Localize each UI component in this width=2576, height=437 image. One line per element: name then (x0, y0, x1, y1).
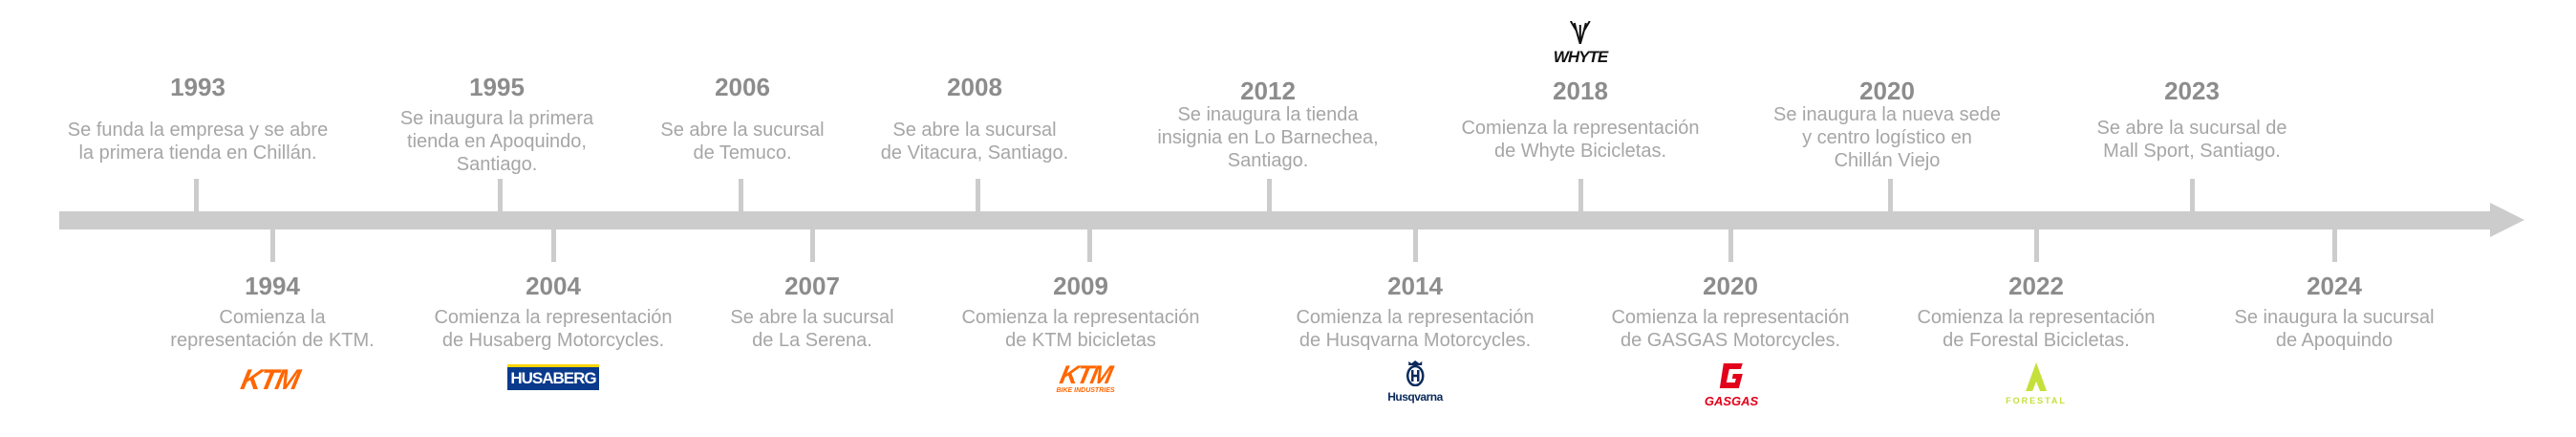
event-2020-sede: 2020 Se inaugura la nueva sede y centro … (1773, 76, 2001, 172)
event-description: Se abre la sucursal de Temuco. (660, 120, 825, 164)
tick-2014 (1413, 229, 1418, 262)
event-year: 2012 (1240, 76, 1296, 105)
tick-1994 (270, 229, 275, 262)
event-2009: 2009 Comienza la representación de KTM b… (961, 272, 1199, 352)
tick-2018 (1578, 179, 1583, 211)
event-2014: 2014 Comienza la representación de Husqv… (1296, 272, 1534, 352)
tick-2012 (1267, 179, 1272, 211)
event-1994: 1994 Comienza la representación de KTM. (170, 272, 374, 352)
event-description: Se inaugura la primera tienda en Apoquin… (399, 108, 594, 175)
tick-2020-top (1888, 179, 1893, 211)
event-2022: 2022 Comienza la representación de Fores… (1917, 272, 2155, 352)
tick-2023 (2190, 179, 2195, 211)
event-description: Comienza la representación de Husqvarna … (1296, 307, 1535, 351)
event-year: 2014 (1387, 272, 1443, 300)
event-year: 2022 (2008, 272, 2064, 300)
event-year: 2018 (1553, 76, 1608, 105)
event-description: Se funda la empresa y se abre la primera… (67, 120, 329, 164)
tick-1993 (194, 179, 199, 211)
event-year: 2006 (715, 73, 770, 101)
event-description: Se inaugura la tienda insignia en Lo Bar… (1157, 104, 1379, 171)
event-2020-gasgas: 2020 Comienza la representación de GASGA… (1611, 272, 1849, 352)
event-year: 2020 (1859, 76, 1915, 105)
event-year: 2008 (947, 73, 1002, 101)
event-description: Comienza la representación de Whyte Bici… (1461, 118, 1700, 162)
tick-2006 (739, 179, 743, 211)
event-description: Comienza la representación de GASGAS Mot… (1611, 307, 1850, 351)
tick-2009 (1087, 229, 1092, 262)
tick-2022 (2034, 229, 2039, 262)
event-description: Se abre la sucursal de La Serena. (730, 307, 894, 351)
whyte-antler-icon (1570, 20, 1591, 45)
event-1995: 1995 Se inaugura la primera tienda en Ap… (400, 73, 593, 176)
event-2004: 2004 Comienza la representación de Husab… (434, 272, 672, 352)
event-description: Se inaugura la nueva sede y centro logís… (1773, 104, 2001, 171)
event-description: Se inaugura la sucursal de Apoquindo (2234, 307, 2435, 351)
tick-2008 (976, 179, 980, 211)
event-year: 2024 (2307, 272, 2362, 300)
event-2007: 2007 Se abre la sucursal de La Serena. (730, 272, 893, 352)
husaberg-logo: HUSABERG (507, 364, 599, 390)
tick-2004 (551, 229, 556, 262)
timeline-arrowhead (2490, 203, 2524, 237)
event-2018: 2018 Comienza la representación de Whyte… (1461, 76, 1699, 163)
tick-2024 (2332, 229, 2337, 262)
event-description: Comienza la representación de KTM. (170, 307, 375, 351)
event-year: 2020 (1703, 272, 1758, 300)
forestal-logo: FORESTAL (2006, 362, 2067, 406)
whyte-logo: WHYTE (1554, 20, 1608, 66)
event-year: 1994 (245, 272, 300, 300)
timeline-bar (59, 211, 2492, 229)
event-description: Se abre la sucursal de Vitacura, Santiag… (880, 120, 1069, 164)
event-2012: 2012 Se inaugura la tienda insignia en L… (1157, 76, 1378, 172)
tick-1995 (498, 179, 503, 211)
husqvarna-crown-icon (1406, 361, 1425, 387)
forestal-a-icon (2026, 362, 2047, 391)
event-2023: 2023 Se abre la sucursal de Mall Sport, … (2096, 76, 2286, 163)
event-year: 1993 (170, 73, 225, 101)
event-year: 2004 (526, 272, 581, 300)
event-year: 1995 (469, 73, 525, 101)
event-year: 2023 (2164, 76, 2220, 105)
event-year: 2007 (784, 272, 840, 300)
event-2008: 2008 Se abre la sucursal de Vitacura, Sa… (881, 73, 1068, 164)
event-2006: 2006 Se abre la sucursal de Temuco. (660, 73, 824, 164)
tick-2020-bottom (1728, 229, 1733, 262)
ktm-logo: KTM (238, 364, 302, 396)
event-description: Comienza la representación de KTM bicicl… (961, 307, 1200, 351)
event-description: Comienza la representación de Forestal B… (1917, 307, 2156, 351)
husqvarna-logo: Husqvarna (1387, 360, 1443, 404)
event-1993: 1993 Se funda la empresa y se abre la pr… (68, 73, 328, 164)
event-description: Se abre la sucursal de Mall Sport, Santi… (2096, 118, 2287, 162)
tick-2007 (810, 229, 815, 262)
event-year: 2009 (1053, 272, 1108, 300)
event-2024: 2024 Se inaugura la sucursal de Apoquind… (2234, 272, 2434, 352)
gasgas-g-icon (1720, 363, 1743, 388)
ktm-bike-logo: KTM BIKE INDUSTRIES (1056, 361, 1115, 394)
gasgas-logo: GASGAS (1705, 361, 1758, 407)
event-description: Comienza la representación de Husaberg M… (434, 307, 673, 351)
